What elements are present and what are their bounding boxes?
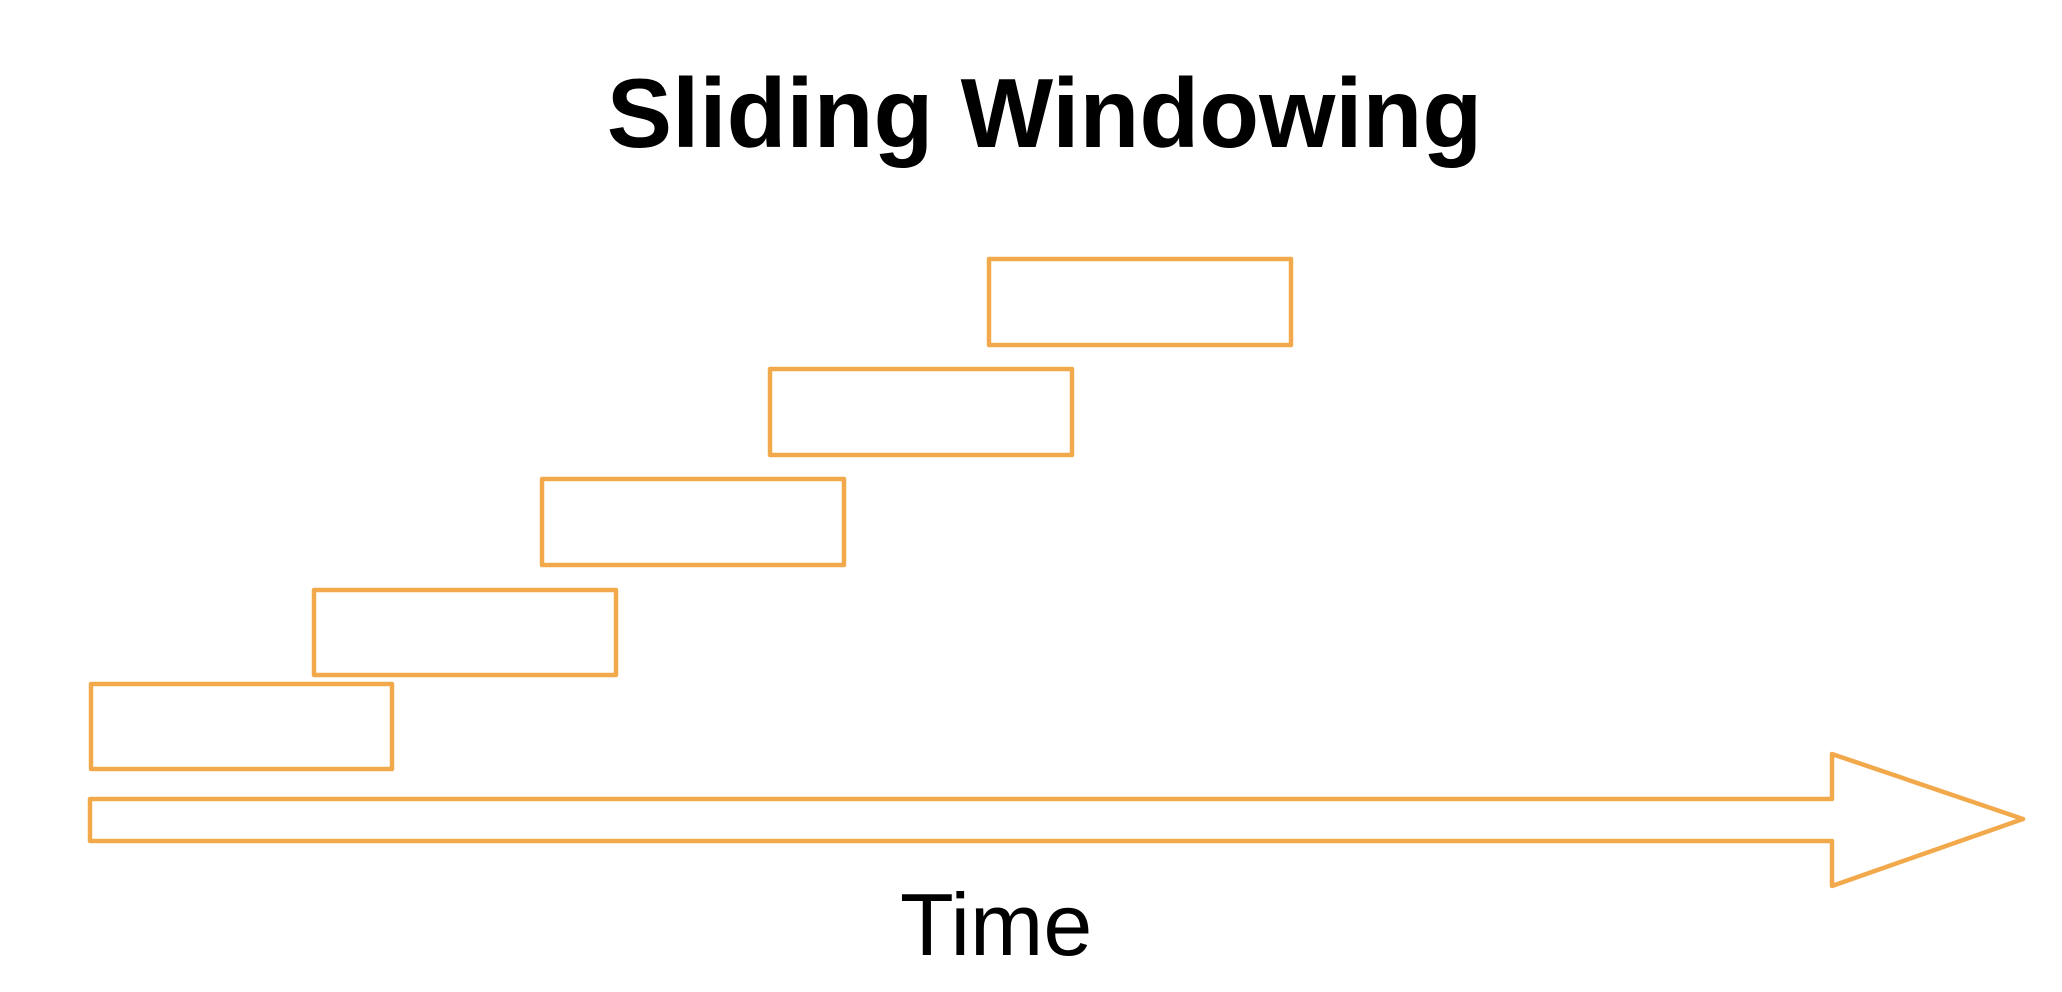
window-4 bbox=[767, 366, 1075, 458]
window-2 bbox=[311, 587, 619, 678]
time-axis-label: Time bbox=[900, 875, 1093, 974]
window-1 bbox=[88, 681, 395, 772]
windows-group bbox=[88, 256, 1294, 772]
time-arrow-icon bbox=[87, 751, 2026, 889]
diagram-title: Sliding Windowing bbox=[606, 58, 1483, 168]
window-3 bbox=[539, 476, 847, 568]
window-5 bbox=[986, 256, 1294, 348]
